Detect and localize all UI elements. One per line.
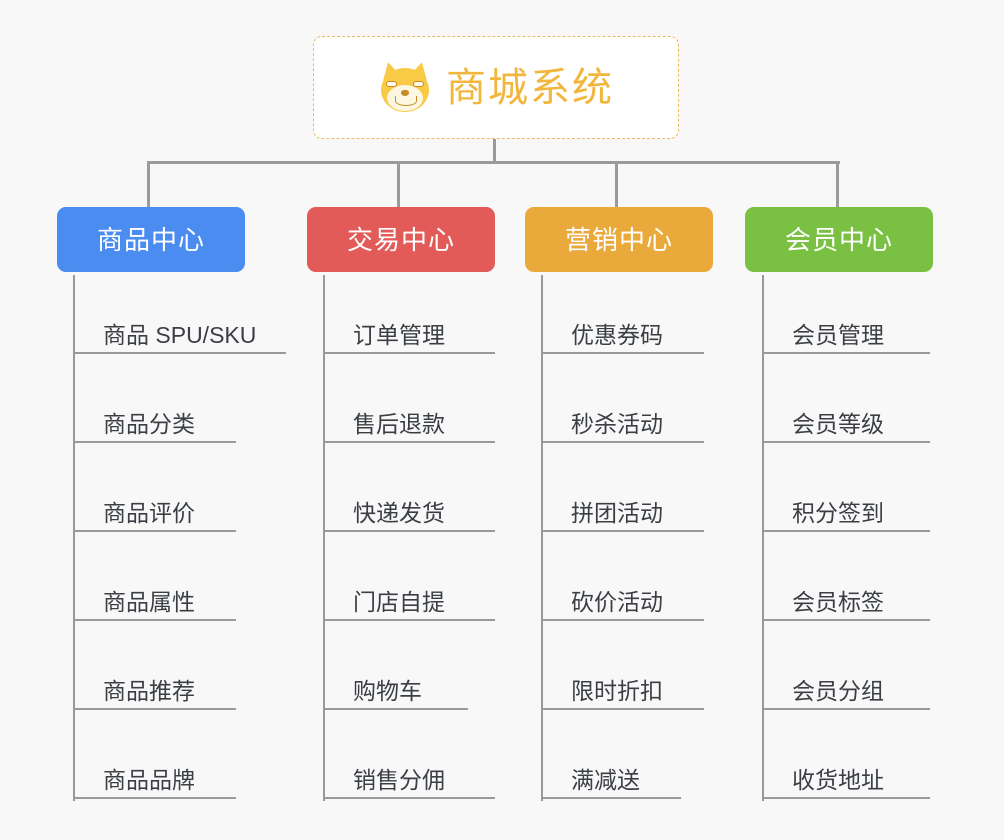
category-header-member-center[interactable]: 会员中心 — [745, 207, 933, 272]
leaf-item-label: 商品评价 — [103, 500, 195, 526]
connector-drop-product-center — [147, 161, 150, 207]
leaf-underline — [541, 797, 681, 799]
leaf-underline — [323, 352, 495, 354]
leaf-item-label: 销售分佣 — [353, 767, 445, 793]
leaf-underline — [541, 441, 704, 443]
leaf-underline — [323, 619, 495, 621]
shiba-dog-icon — [378, 59, 432, 115]
leaf-underline — [323, 797, 495, 799]
connector-trunk-member-center — [762, 275, 764, 801]
leaf-underline — [73, 352, 286, 354]
leaf-underline — [73, 441, 236, 443]
leaf-item-label: 会员等级 — [792, 411, 884, 437]
connector-trunk-marketing-center — [541, 275, 543, 801]
leaf-item-label: 积分签到 — [792, 500, 884, 526]
leaf-item-label: 商品属性 — [103, 589, 195, 615]
leaf-underline — [762, 352, 930, 354]
leaf-item-label: 优惠券码 — [571, 322, 663, 348]
leaf-underline — [762, 619, 930, 621]
category-header-label: 营销中心 — [564, 224, 673, 255]
connector-drop-marketing-center — [615, 161, 618, 207]
leaf-underline — [73, 530, 236, 532]
leaf-underline — [73, 708, 236, 710]
root-node[interactable]: 商城系统 — [313, 36, 679, 139]
leaf-underline — [762, 708, 930, 710]
leaf-underline — [762, 530, 930, 532]
leaf-item-label: 秒杀活动 — [571, 411, 663, 437]
leaf-item-label: 售后退款 — [353, 411, 445, 437]
leaf-item-label: 门店自提 — [353, 589, 445, 615]
category-header-label: 会员中心 — [784, 224, 893, 255]
leaf-underline — [323, 708, 468, 710]
leaf-underline — [323, 530, 495, 532]
connector-drop-member-center — [836, 161, 839, 207]
leaf-item-label: 拼团活动 — [571, 500, 663, 526]
leaf-underline — [541, 619, 704, 621]
category-header-trade-center[interactable]: 交易中心 — [307, 207, 495, 272]
connector-root-stem — [493, 139, 496, 162]
leaf-underline — [541, 352, 704, 354]
leaf-item-label: 商品 SPU/SKU — [103, 322, 257, 348]
leaf-underline — [323, 441, 495, 443]
leaf-underline — [762, 441, 930, 443]
leaf-item-label: 会员分组 — [792, 678, 884, 704]
connector-drop-trade-center — [397, 161, 400, 207]
leaf-underline — [73, 797, 236, 799]
leaf-item-label: 商品分类 — [103, 411, 195, 437]
connector-horizontal-bar — [150, 161, 840, 164]
leaf-item-label: 收货地址 — [792, 767, 884, 793]
leaf-item-label: 商品品牌 — [103, 767, 195, 793]
category-header-product-center[interactable]: 商品中心 — [57, 207, 245, 272]
connector-trunk-product-center — [73, 275, 75, 801]
leaf-item-label: 限时折扣 — [571, 678, 663, 704]
category-header-label: 商品中心 — [96, 224, 205, 255]
leaf-item-label: 快递发货 — [353, 500, 445, 526]
connector-trunk-trade-center — [323, 275, 325, 801]
leaf-item-label: 商品推荐 — [103, 678, 195, 704]
category-header-marketing-center[interactable]: 营销中心 — [525, 207, 713, 272]
leaf-underline — [73, 619, 236, 621]
leaf-underline — [541, 708, 704, 710]
leaf-item-label: 购物车 — [353, 678, 422, 704]
leaf-item-label: 砍价活动 — [571, 589, 663, 615]
leaf-item-label: 订单管理 — [353, 322, 445, 348]
leaf-item-label: 满减送 — [571, 767, 640, 793]
leaf-item-label: 会员标签 — [792, 589, 884, 615]
leaf-underline — [762, 797, 930, 799]
leaf-underline — [541, 530, 704, 532]
leaf-item-label: 会员管理 — [792, 322, 884, 348]
root-title: 商城系统 — [446, 65, 614, 110]
category-header-label: 交易中心 — [346, 224, 455, 255]
